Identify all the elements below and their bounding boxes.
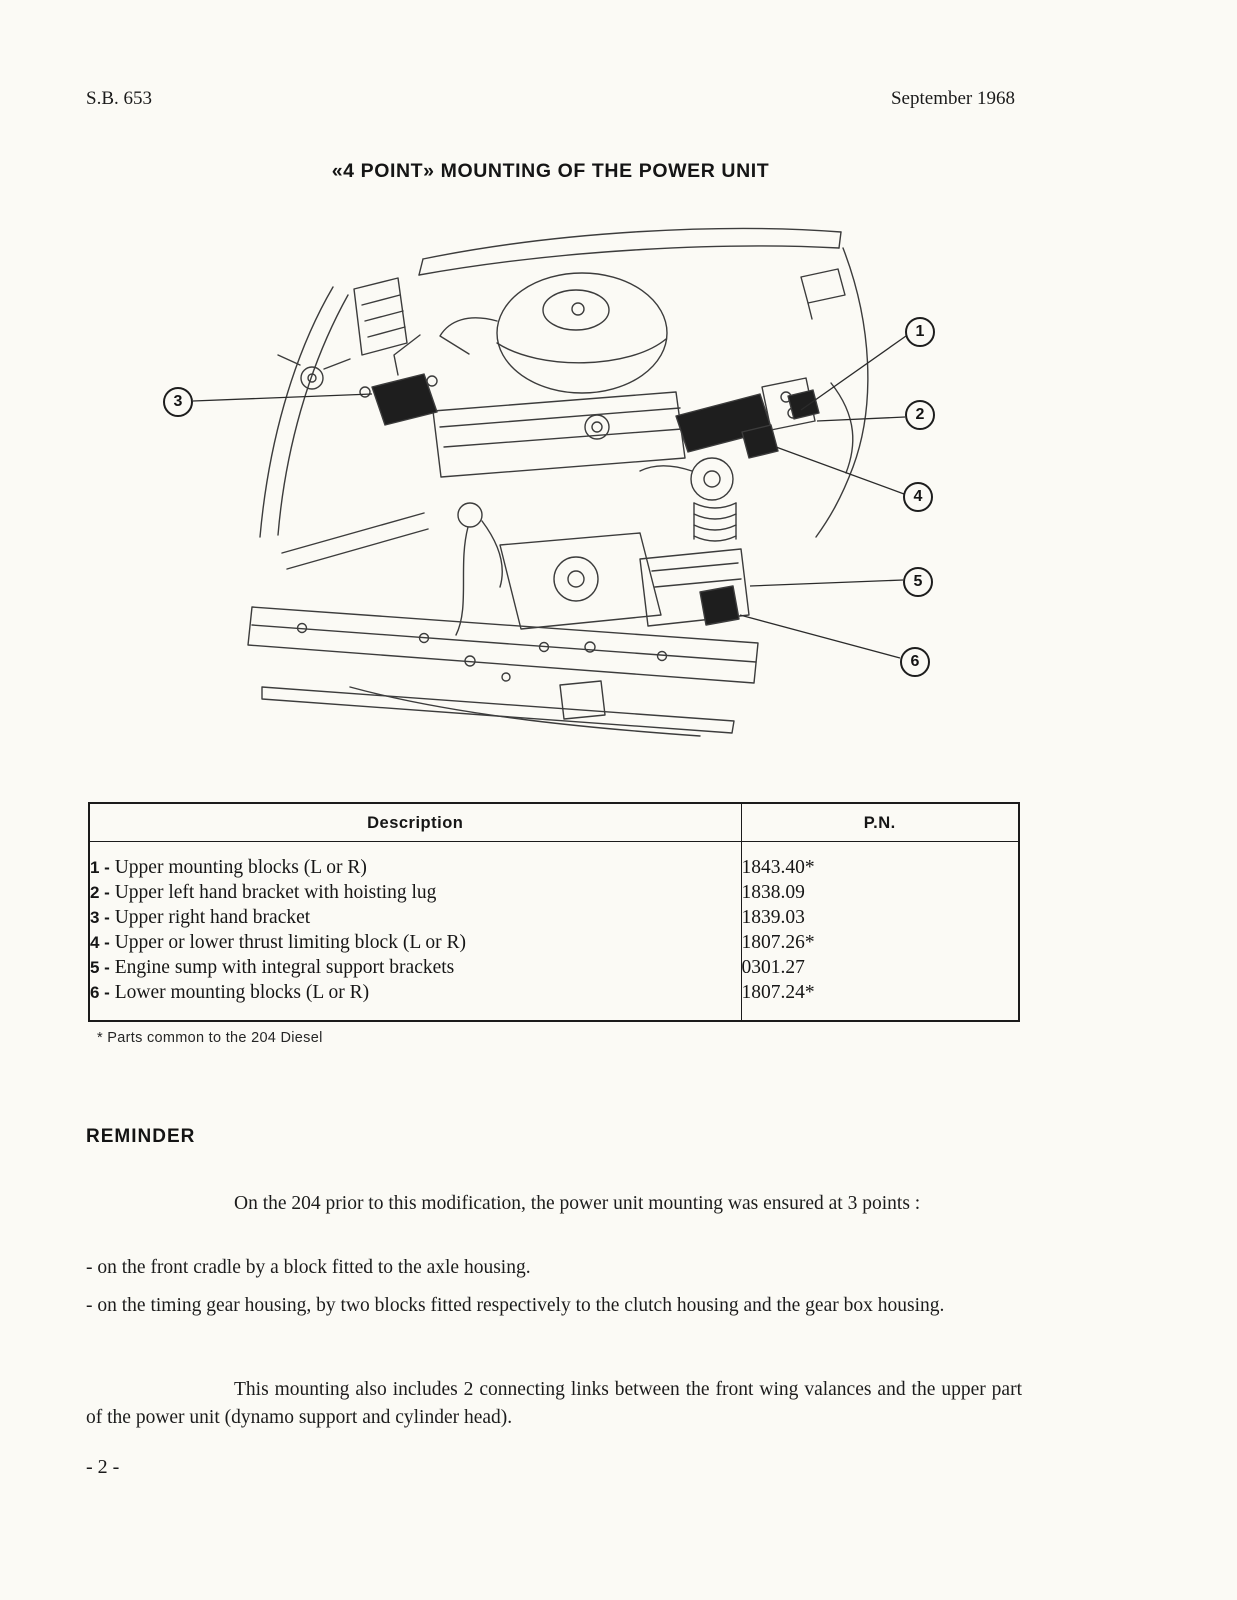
row-index: 1 - xyxy=(90,858,110,877)
document-title: «4 POINT» MOUNTING OF THE POWER UNIT xyxy=(331,160,770,182)
part-description: Engine sump with integral support bracke… xyxy=(114,957,455,978)
section-heading-reminder: REMINDER xyxy=(86,1126,196,1147)
table-row: 2 - Upper left hand bracket with hoistin… xyxy=(89,881,1019,906)
table-row: 4 - Upper or lower thrust limiting block… xyxy=(89,931,1019,956)
row-index: 3 - xyxy=(90,908,110,927)
bulletin-number: S.B. 653 xyxy=(86,88,152,109)
table-row: 1 - Upper mounting blocks (L or R) 1843.… xyxy=(89,841,1019,881)
engine-line-art xyxy=(192,227,907,737)
bullet-item-timing-gear: - on the timing gear housing, by two blo… xyxy=(86,1295,945,1316)
bullet-item-front-cradle: - on the front cradle by a block fitted … xyxy=(86,1257,531,1278)
issue-date: September 1968 xyxy=(890,88,1015,109)
callout-1: 1 xyxy=(905,317,935,347)
callout-leader-lines xyxy=(192,335,907,659)
table-row: 6 - Lower mounting blocks (L or R) 1807.… xyxy=(89,981,1019,1021)
column-header-pn: P.N. xyxy=(741,803,1019,842)
part-number: 1843.40* xyxy=(741,857,815,878)
engine-mounting-diagram: 1 2 3 4 5 6 xyxy=(0,215,1237,780)
callout-2: 2 xyxy=(905,400,935,430)
callout-2-label: 2 xyxy=(915,406,925,423)
callout-5-label: 5 xyxy=(913,573,923,590)
row-index: 6 - xyxy=(90,983,110,1002)
part-number: 1807.24* xyxy=(741,982,815,1003)
row-index: 2 - xyxy=(90,883,110,902)
part-description: Upper mounting blocks (L or R) xyxy=(114,857,367,878)
part-description: Upper or lower thrust limiting block (L … xyxy=(114,932,467,953)
callout-3-label: 3 xyxy=(173,393,183,410)
table-footnote: * Parts common to the 204 Diesel xyxy=(97,1030,323,1046)
table-row: 3 - Upper right hand bracket 1839.03 xyxy=(89,906,1019,931)
callout-4: 4 xyxy=(903,482,933,512)
table-row: 5 - Engine sump with integral support br… xyxy=(89,956,1019,981)
part-number: 1839.03 xyxy=(741,907,805,928)
callout-5: 5 xyxy=(903,567,933,597)
part-number: 1838.09 xyxy=(741,882,805,903)
callout-6-label: 6 xyxy=(910,653,920,670)
table-header-row: Description P.N. xyxy=(89,803,1019,842)
part-description: Upper left hand bracket with hoisting lu… xyxy=(114,882,437,903)
part-number: 0301.27 xyxy=(741,957,805,978)
callout-6: 6 xyxy=(900,647,930,677)
part-description: Lower mounting blocks (L or R) xyxy=(114,982,370,1003)
column-header-description: Description xyxy=(89,803,742,842)
callout-3: 3 xyxy=(163,387,193,417)
parts-table: Description P.N. 1 - Upper mounting bloc… xyxy=(88,802,1020,1022)
row-index: 5 - xyxy=(90,958,110,977)
page-number: - 2 - xyxy=(86,1456,120,1478)
row-index: 4 - xyxy=(90,933,110,952)
part-description: Upper right hand bracket xyxy=(114,907,311,928)
page-header: S.B. 653 September 1968 xyxy=(86,88,1015,110)
paragraph-intro: On the 204 prior to this modification, t… xyxy=(234,1193,921,1214)
part-number: 1807.26* xyxy=(741,932,815,953)
paragraph-connecting-links: This mounting also includes 2 connecting… xyxy=(86,1379,1022,1428)
callout-4-label: 4 xyxy=(913,488,923,505)
callout-1-label: 1 xyxy=(915,323,925,340)
